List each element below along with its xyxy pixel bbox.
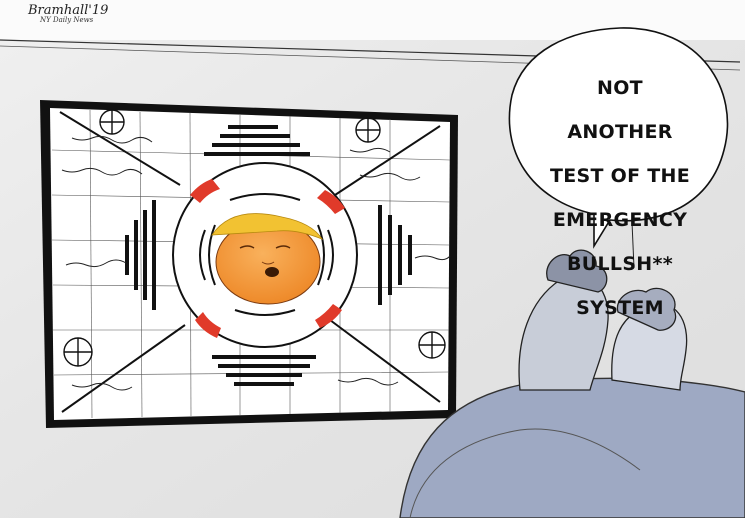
- speech-line: TEST OF THE: [549, 165, 691, 187]
- speech-line: SYSTEM: [576, 297, 664, 319]
- publication-label: NY Daily News: [40, 16, 94, 24]
- speech-line: BULLSH**: [567, 253, 673, 275]
- face-illustration: [211, 213, 323, 305]
- speech-line: NOT: [597, 77, 643, 99]
- speech-bubble-icon: [508, 27, 729, 249]
- speech-line: ANOTHER: [567, 121, 673, 143]
- viewers-icon: [518, 249, 688, 391]
- speech-text: NOT ANOTHER TEST OF THE EMERGENCY BULLSH…: [520, 55, 720, 341]
- artist-signature: Bramhall'19: [28, 3, 109, 18]
- speech-line: EMERGENCY: [552, 209, 688, 231]
